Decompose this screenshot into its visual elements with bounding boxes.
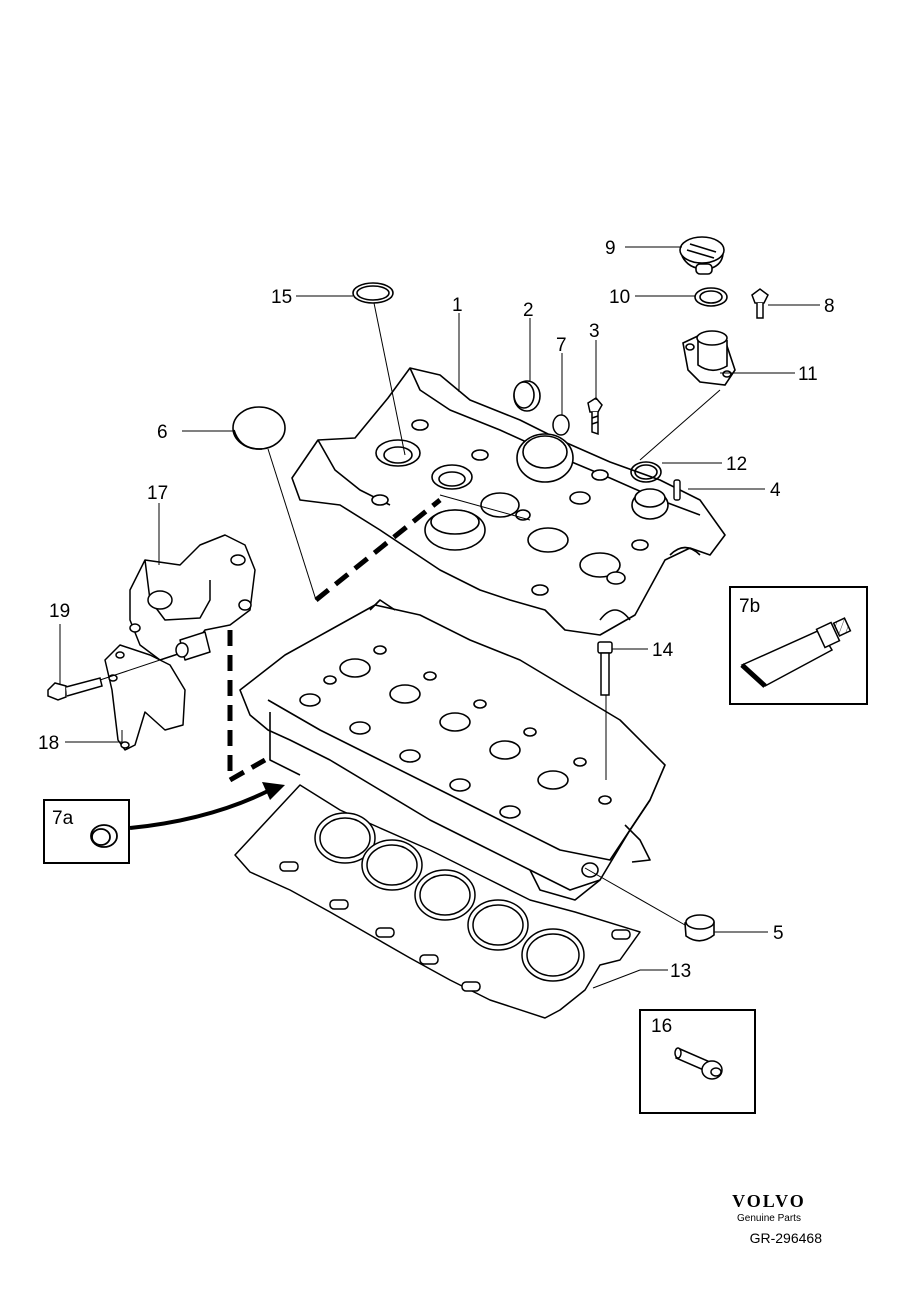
bolt-16-icon — [674, 1047, 723, 1080]
diagram-reference: GR-296468 — [749, 1230, 822, 1246]
sealant-tube-icon — [740, 617, 852, 688]
leader-lines — [59, 246, 820, 989]
box-7a: 7a — [43, 799, 130, 864]
callout-7: 7 — [556, 335, 567, 356]
seal-15 — [352, 282, 394, 304]
bolt-3 — [587, 397, 603, 436]
cylinder-head — [239, 599, 666, 901]
bolt-19 — [47, 677, 103, 701]
callout-17: 17 — [147, 483, 168, 504]
head-gasket — [234, 784, 641, 1019]
callout-11: 11 — [798, 364, 818, 385]
callout-10: 10 — [609, 287, 630, 308]
bolt-8 — [751, 288, 769, 319]
callout-13: 13 — [670, 961, 691, 982]
callout-3: 3 — [589, 321, 600, 342]
callout-5: 5 — [773, 923, 784, 944]
camshaft-cover — [291, 367, 726, 636]
seal-12 — [630, 461, 662, 483]
vacuum-pump-bracket — [129, 534, 256, 661]
o-ring-7 — [552, 414, 570, 436]
callout-6: 6 — [157, 422, 168, 443]
box-7a-label: 7a — [52, 808, 74, 829]
callout-4: 4 — [770, 480, 781, 501]
callout-14: 14 — [652, 640, 674, 661]
callout-2: 2 — [523, 300, 534, 321]
brand-tagline: Genuine Parts — [737, 1213, 801, 1224]
filler-pipe-11 — [682, 330, 736, 386]
callout-12: 12 — [726, 454, 747, 475]
assembly-dashed-lines — [227, 498, 442, 785]
dowel-pin-4 — [673, 479, 681, 501]
bolt-14 — [597, 641, 613, 696]
callout-1: 1 — [452, 295, 463, 316]
oil-filler-cap-9 — [679, 236, 725, 275]
cover-plug-6 — [232, 406, 286, 450]
callout-8: 8 — [824, 296, 835, 317]
callout-15: 15 — [271, 287, 292, 308]
o-ring-7a — [90, 824, 118, 848]
callout-9: 9 — [605, 238, 616, 259]
box-7b-label: 7b — [739, 596, 760, 617]
callout-19: 19 — [49, 601, 70, 622]
callout-18: 18 — [38, 733, 59, 754]
plug-5 — [684, 914, 715, 942]
callout-labels: 1 2 7 3 4 5 6 8 9 10 11 12 13 14 15 17 1… — [38, 238, 835, 982]
seal-10 — [694, 287, 728, 307]
arrow-7a — [129, 782, 285, 830]
plug-2 — [513, 380, 541, 412]
box-16: 16 — [639, 1009, 756, 1114]
volvo-logo: VOLVO — [732, 1191, 806, 1211]
brand-block: VOLVO Genuine Parts — [714, 1191, 824, 1224]
box-16-label: 16 — [651, 1016, 672, 1037]
box-7b: 7b — [729, 586, 868, 705]
mounting-bracket — [104, 644, 186, 751]
